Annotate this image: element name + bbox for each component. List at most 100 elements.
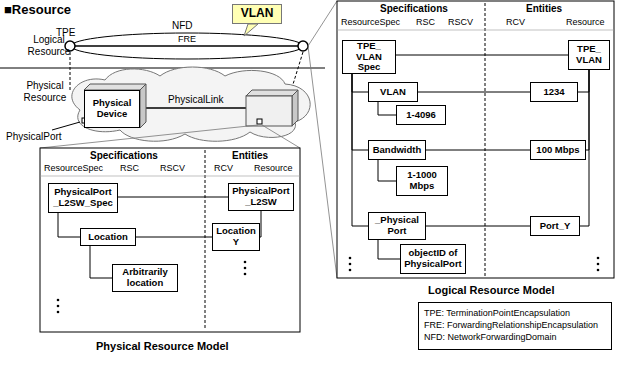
characteristic-box: _Physical Port: [368, 212, 426, 240]
connector-line: [118, 197, 228, 198]
port-symbol: [257, 119, 262, 124]
column-header: ResourceSpec: [341, 17, 400, 27]
column-header: Specifications: [90, 150, 158, 162]
connector-line: [136, 237, 212, 238]
node-text: Physical Device: [88, 98, 136, 120]
column-header: Resource: [566, 17, 605, 27]
node-text: Location Y: [216, 226, 256, 248]
node-text: _Physical Port: [372, 215, 422, 237]
node-text: VLAN: [380, 87, 406, 98]
device-front: [246, 96, 292, 126]
zoom-line: [262, 125, 300, 148]
value-box: 1-1000 Mbps: [396, 166, 448, 196]
connector-line: [578, 70, 589, 92]
column-header: RCV: [506, 17, 525, 27]
port-label: PhysicalPort: [6, 131, 62, 143]
characteristic-box: Location: [80, 228, 136, 246]
connector-line: [378, 240, 400, 259]
column-header: RSCV: [160, 163, 185, 173]
node-text: NFD: NetworkForwardingDomain: [424, 332, 557, 344]
device-top: [246, 90, 298, 96]
node-text: Bandwidth: [373, 145, 422, 156]
model-panel: [40, 148, 300, 332]
dashed-drop: [70, 52, 71, 92]
column-header: RSCV: [448, 17, 473, 27]
column-header: RSC: [416, 17, 435, 27]
zoom-line: [308, 46, 337, 278]
network-cloud: [72, 67, 310, 141]
node-text: TPE_ VLAN: [572, 44, 606, 66]
node-text: objectID of PhysicalPort: [404, 248, 462, 270]
connector-line: [58, 213, 80, 237]
column-header: RCV: [214, 163, 233, 173]
zoom-line: [308, 1, 337, 46]
column-header: Specifications: [380, 3, 448, 15]
node-text: 1-1000 Mbps: [400, 170, 444, 192]
characteristic-box: Bandwidth: [368, 140, 426, 160]
callout-pointer: [244, 24, 258, 36]
nfd-line: [75, 45, 298, 47]
model-panel: [337, 1, 614, 278]
physical-link: [140, 107, 246, 109]
node-text: FRE: ForwardingRelationshipEncapsulation: [424, 320, 598, 332]
device-side: [140, 84, 146, 128]
leader-line: [52, 122, 80, 130]
nfd-label: NFD: [172, 20, 193, 32]
legend-box: TPE: TerminationPointEncapsulationFRE: F…: [418, 302, 612, 350]
node-text: 100 Mbps: [536, 145, 579, 156]
link-label: PhysicalLink: [168, 94, 224, 106]
resource-box: TPE_ VLAN: [568, 40, 610, 70]
model-title: Physical Resource Model: [96, 340, 229, 353]
node-text: 1-4096: [406, 110, 436, 121]
column-header: Resource: [254, 163, 293, 173]
value-box: 1234: [530, 82, 578, 102]
connector-line: [352, 74, 368, 92]
device-box: Physical Device: [84, 90, 140, 128]
separator-line: [0, 68, 325, 69]
zoom-line: [40, 125, 258, 148]
divider-line: [485, 3, 486, 276]
connector-line: [352, 74, 368, 226]
column-header: ResourceSpec: [44, 163, 103, 173]
node-text: 1234: [543, 87, 564, 98]
spec-box: TPE_ VLAN Spec: [342, 40, 396, 74]
node-text: Location: [88, 232, 128, 243]
node-text: Port_Y: [540, 221, 571, 232]
fre-label: FRE: [178, 34, 196, 44]
value-box: 100 Mbps: [530, 140, 586, 160]
column-header: RSC: [120, 163, 139, 173]
node-text: Arbitrarily location: [116, 267, 174, 289]
spec-box: PhysicalPort _L2SW_Spec: [48, 183, 118, 213]
connector-line: [378, 160, 396, 181]
value-box: Arbitrarily location: [112, 264, 178, 292]
connector-line: [378, 102, 396, 115]
connector-line: [352, 74, 368, 150]
node-text: PhysicalPort _L2SW: [232, 186, 290, 208]
resource-box: PhysicalPort _L2SW: [228, 183, 294, 211]
column-header: Entities: [526, 3, 562, 15]
fre-ellipse: [71, 33, 303, 59]
header-line: [337, 30, 614, 31]
value-box: 1-4096: [396, 105, 446, 125]
connector-line: [426, 150, 530, 151]
divider-line: [205, 150, 206, 330]
characteristic-box: VLAN: [368, 82, 418, 102]
title: ■Resource: [4, 3, 71, 18]
column-header: Entities: [232, 150, 268, 162]
node-text: VLAN: [241, 7, 274, 21]
node-text: PhysicalPort _L2SW_Spec: [52, 187, 114, 209]
model-title: Logical Resource Model: [428, 284, 555, 297]
tpe-circle: [298, 41, 308, 51]
layer-label: Physical Resource: [20, 80, 70, 103]
connector-line: [90, 246, 112, 278]
callout-box: VLAN: [232, 4, 282, 24]
connector-line: [260, 211, 261, 237]
node-text: TPE: TerminationPointEncapsulation: [424, 308, 570, 320]
header-line: [40, 176, 300, 177]
connector-line: [418, 92, 530, 93]
node-text: TPE_ VLAN Spec: [346, 41, 392, 74]
device-side: [292, 90, 298, 126]
connector-line: [426, 226, 530, 227]
tpe-label: TPE: [56, 27, 75, 39]
value-box: Port_Y: [530, 216, 580, 236]
